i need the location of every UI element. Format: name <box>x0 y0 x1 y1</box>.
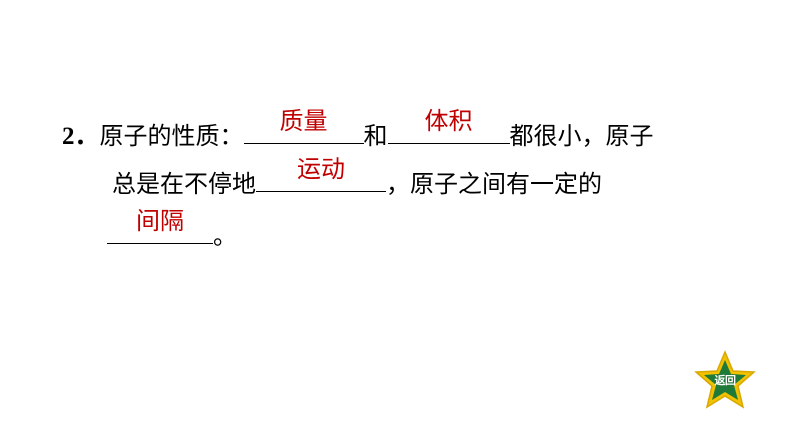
line3-suffix: 。 <box>213 222 237 250</box>
question-line-3: 间隔。 <box>107 207 237 253</box>
blank-4: 间隔 <box>107 207 213 244</box>
line2-suffix: ，原子之间有一定的 <box>386 170 602 198</box>
line1-suffix: 都很小，原子 <box>509 122 654 150</box>
blank-2: 体积 <box>387 107 510 144</box>
answer-3: 运动 <box>297 155 345 183</box>
question-line-1: 2．原子的性质： 质量和 体积都很小，原子 <box>62 107 654 154</box>
back-button[interactable]: 返回 <box>694 350 756 410</box>
blank-3: 运动 <box>256 155 386 192</box>
answer-2: 体积 <box>424 107 473 135</box>
line2-prefix: 总是在不停地 <box>112 170 256 198</box>
star-icon <box>694 350 756 409</box>
question-line-2: 总是在不停地 运动 ，原子之间有一定的 <box>112 155 602 201</box>
question-number: 2． <box>62 123 100 150</box>
blank-1: 质量 <box>243 107 364 144</box>
back-label: 返回 <box>714 374 737 387</box>
line1-prefix: 原子的性质： <box>99 122 244 150</box>
answer-4: 间隔 <box>136 207 184 235</box>
answer-1: 质量 <box>279 107 328 135</box>
line1-mid: 和 <box>363 122 388 150</box>
